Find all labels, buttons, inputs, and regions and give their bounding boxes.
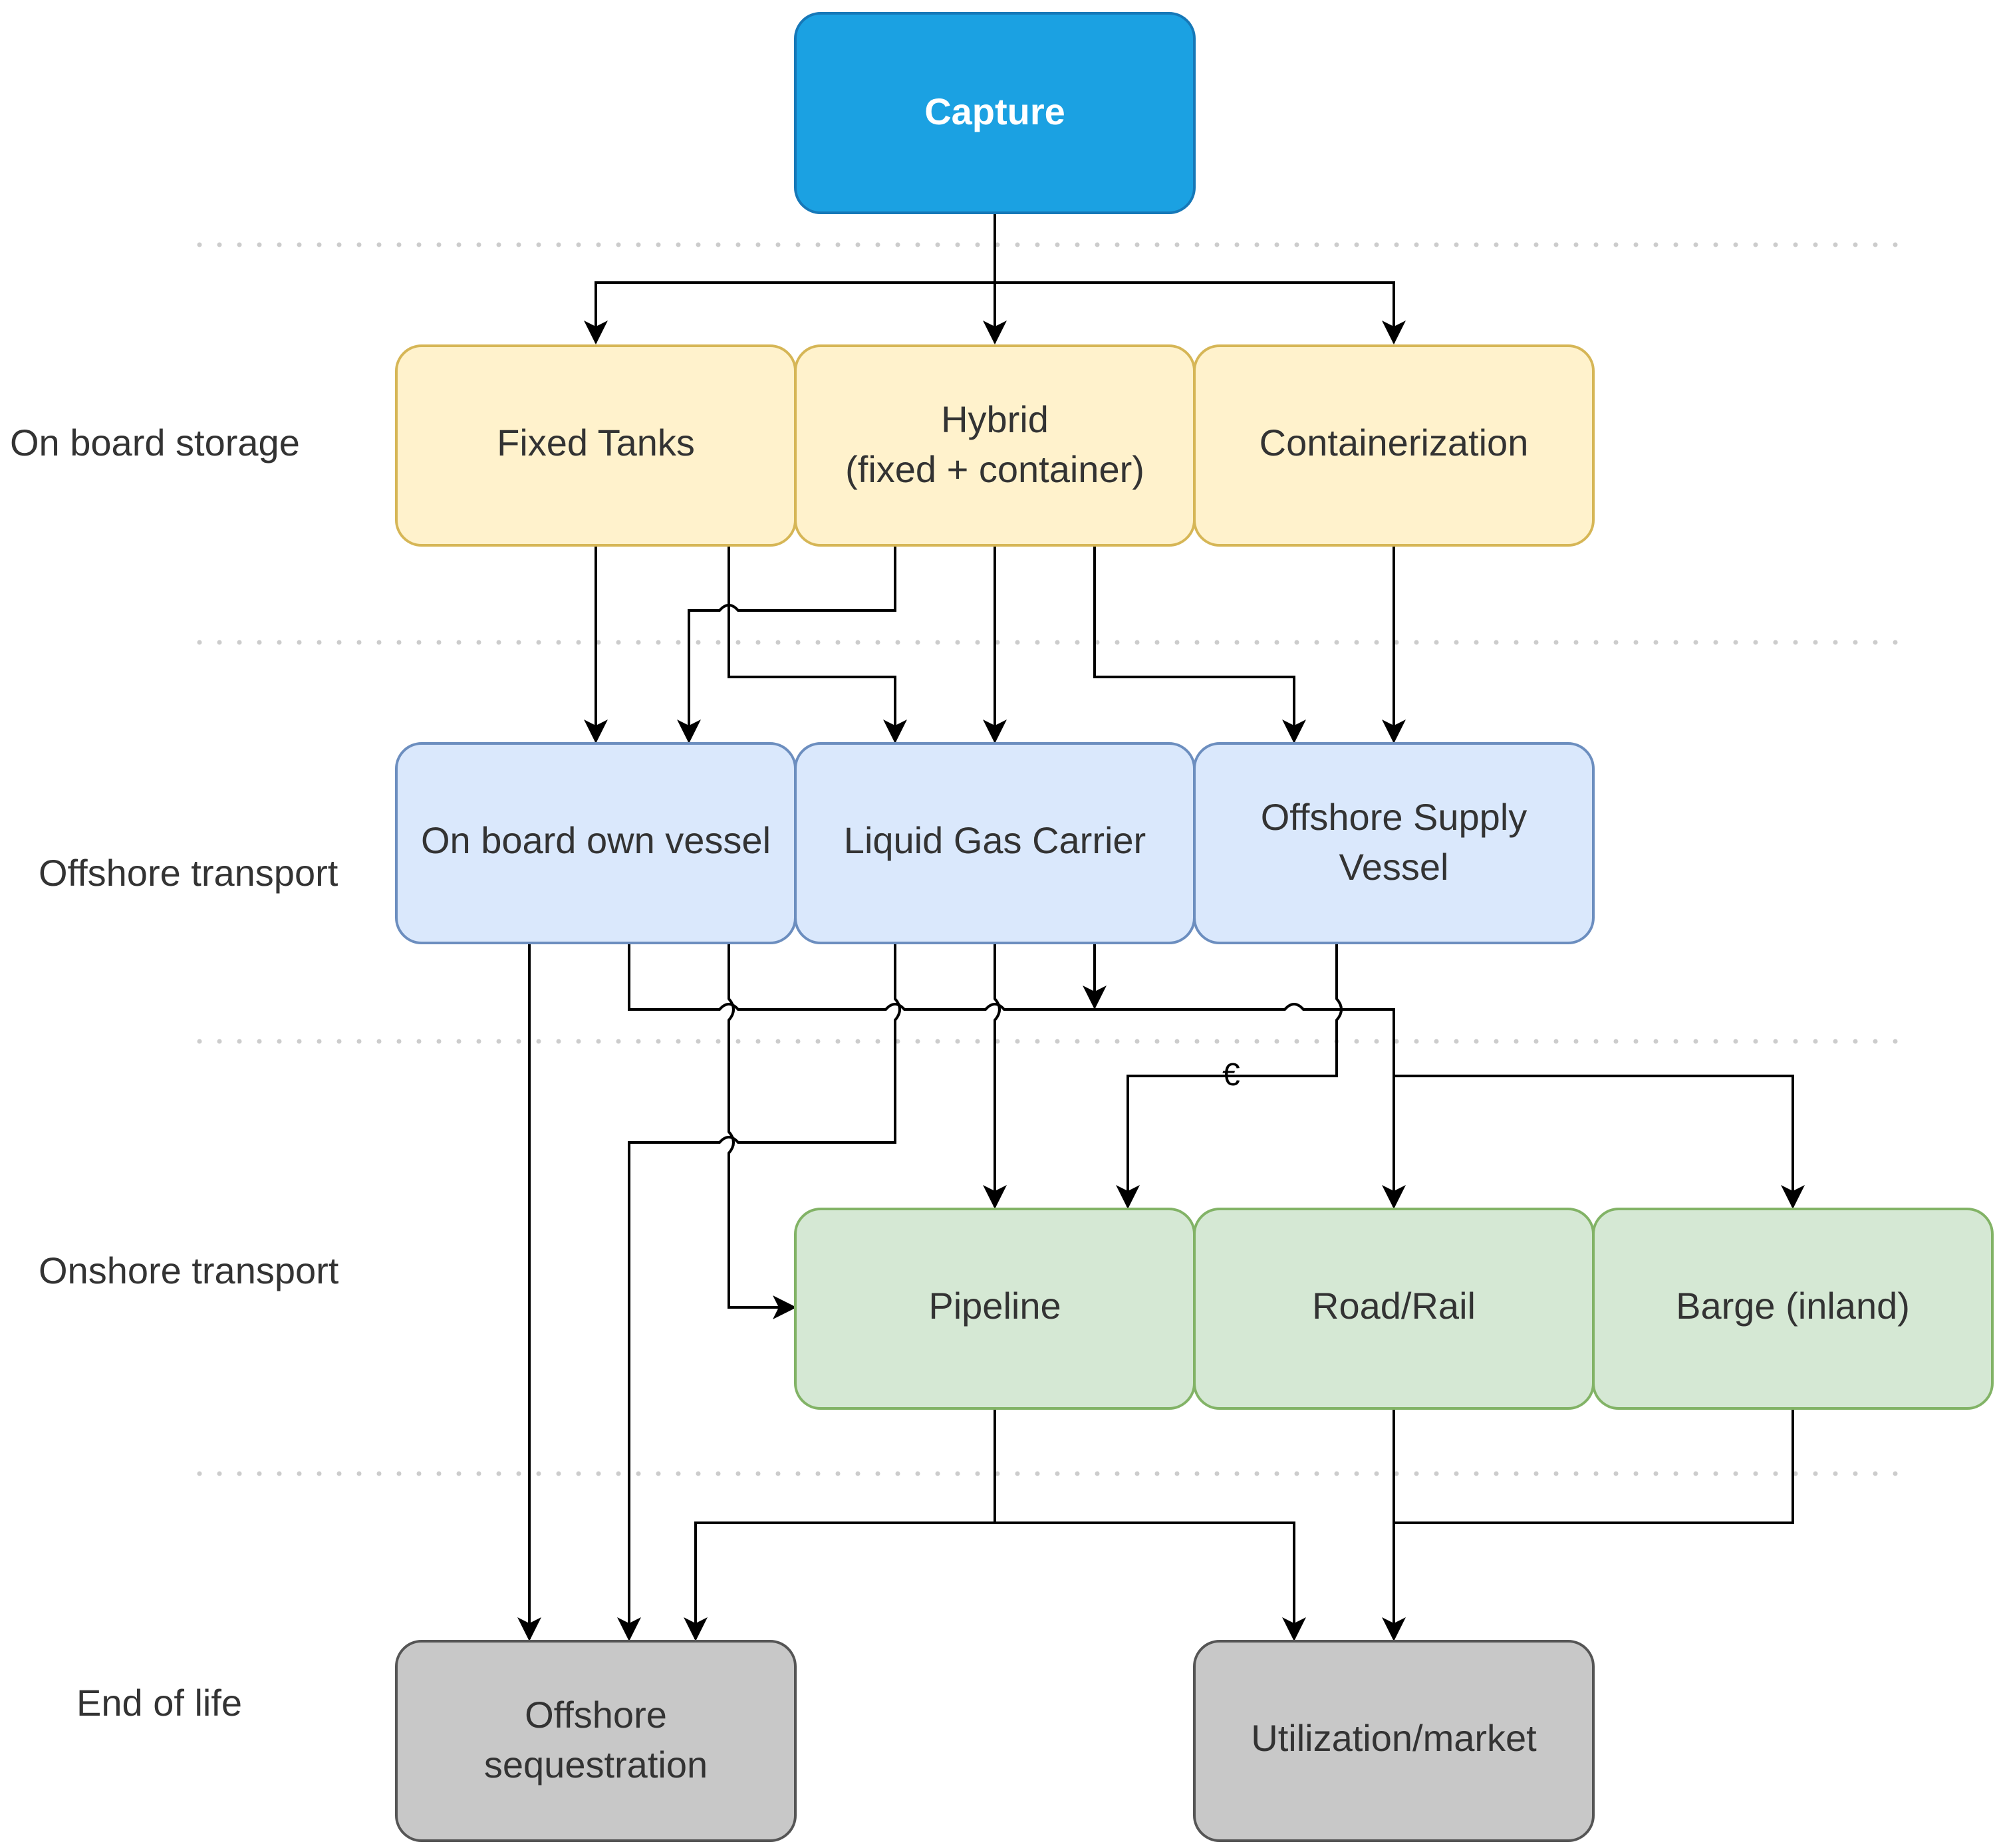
node-utilization-market-box xyxy=(1193,1640,1595,1842)
edge-ownvessel-pipeline xyxy=(728,943,797,1319)
node-barge[interactable]: Barge (inland) xyxy=(1592,1208,1994,1410)
node-sequestration-label-2: sequestration xyxy=(484,1744,708,1785)
node-barge-label: Barge (inland) xyxy=(1676,1285,1910,1327)
node-barge-box xyxy=(1592,1208,1994,1410)
edge-lgc-sequestration xyxy=(617,943,901,1641)
edge-capture-container xyxy=(995,281,1406,344)
node-road-rail-label: Road/Rail xyxy=(1312,1285,1476,1327)
edge-hybrid-osv xyxy=(1093,545,1306,743)
edge-osv-pipeline xyxy=(1116,943,1343,1209)
edge-barge-utilization xyxy=(1394,1408,1794,1524)
edge-fixed-lgc xyxy=(728,545,907,743)
lane-label-eol: End of life xyxy=(76,1682,242,1724)
node-osv-label-2: Vessel xyxy=(1339,846,1449,888)
node-fixed-tanks-label: Fixed Tanks xyxy=(497,422,695,463)
node-own-vessel-label: On board own vessel xyxy=(421,819,771,861)
edge-osv-barge xyxy=(1394,1075,1805,1209)
node-capture-box xyxy=(794,12,1196,214)
node-road-rail[interactable]: Road/Rail xyxy=(1193,1208,1595,1410)
edge-pipeline-sequestration xyxy=(684,1408,996,1641)
lane-label-offshore: Offshore transport xyxy=(39,852,338,894)
node-sequestration-label-1: Offshore xyxy=(525,1694,667,1736)
node-own-vessel[interactable]: On board own vessel xyxy=(395,742,797,944)
node-containerization-label: Containerization xyxy=(1260,422,1529,463)
node-liquid-gas-carrier[interactable]: Liquid Gas Carrier xyxy=(794,742,1196,944)
nodes: Capture Fixed Tanks Hybrid (fixed + cont… xyxy=(395,12,1994,1842)
node-fixed-tanks[interactable]: Fixed Tanks xyxy=(395,344,797,547)
node-offshore-sequestration-box xyxy=(395,1640,797,1842)
node-hybrid-label-1: Hybrid xyxy=(941,398,1049,440)
node-offshore-sequestration[interactable]: Offshore sequestration xyxy=(395,1640,797,1842)
node-containerization-box xyxy=(1193,344,1595,547)
node-utilization-market-label: Utilization/market xyxy=(1251,1717,1537,1759)
node-containerization[interactable]: Containerization xyxy=(1193,344,1595,547)
node-utilization-market[interactable]: Utilization/market xyxy=(1193,1640,1595,1842)
node-offshore-supply-vessel-box xyxy=(1193,742,1595,944)
edge-capture-fixed xyxy=(584,281,995,344)
node-hybrid[interactable]: Hybrid (fixed + container) xyxy=(794,344,1196,547)
node-offshore-supply-vessel[interactable]: Offshore Supply Vessel xyxy=(1193,742,1595,944)
lane-labels: On board storage Offshore transport Onsh… xyxy=(10,422,339,1724)
edge-lgc-pipeline xyxy=(983,943,1007,1209)
node-osv-label-1: Offshore Supply xyxy=(1261,796,1528,838)
edges xyxy=(517,213,1805,1641)
node-capture-label: Capture xyxy=(924,90,1065,132)
node-pipeline-label: Pipeline xyxy=(928,1285,1061,1327)
lane-label-storage: On board storage xyxy=(10,422,300,463)
node-hybrid-box xyxy=(794,344,1196,547)
node-liquid-gas-carrier-label: Liquid Gas Carrier xyxy=(844,819,1146,861)
node-capture[interactable]: Capture xyxy=(794,12,1196,214)
lane-label-onshore: Onshore transport xyxy=(39,1250,339,1291)
edge-pipeline-utilization xyxy=(995,1521,1306,1641)
node-pipeline[interactable]: Pipeline xyxy=(794,1208,1196,1410)
edge-ownvessel-roadrail xyxy=(628,943,1406,1209)
node-hybrid-label-2: (fixed + container) xyxy=(845,448,1144,490)
euro-label: € xyxy=(1222,1057,1240,1093)
